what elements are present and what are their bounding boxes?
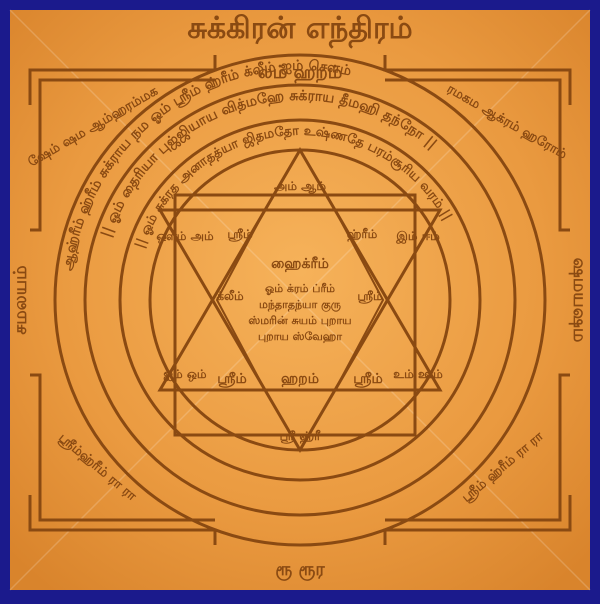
center-line: புறாய ஸ்வேஹா [258,330,342,343]
bottom-seed: ஸ்ரீம் [217,371,246,387]
seed-bottom: ஸ்ரீ ஹ்ரீ [280,429,321,444]
seed-upper-right: இம் ஈம் [395,229,440,244]
hex-seed: ஹ்ரீம் [347,227,378,242]
center-line: ஸ்மரின் சுயம் புறாய [248,314,351,327]
seed-lower-right: உம் ஊம் [393,367,443,381]
central-square [173,193,417,437]
hex-seed: ஸ்ரீம் [227,227,253,242]
bottom-seed: ஹறம் [281,371,319,387]
yantra-title: சுக்கிரன் எந்திரம் [187,11,412,49]
bhupura-frame [28,55,572,545]
bottom-seed: ஸ்ரீம் [353,371,382,387]
seed-upper-left: ஔம் அம் [156,229,214,244]
copper-plate [10,10,590,590]
center-seed: ஹைக்ரீம் [271,256,329,272]
left-mantra: சமலயம் [10,265,31,334]
right-mantra: ஷமயஷம [569,258,590,343]
center-line: மந்தாதந்யா குரு [259,298,341,313]
top-mantra: லம் ஹறம் [258,62,343,83]
hex-seed: க்லீம் [216,289,244,303]
watermark-line [9,9,591,591]
center-line: ஓம் க்ரம் ப்ரீம் [265,282,335,295]
hex-seed: ஸ்ரீம் [357,289,383,304]
watermark-line [9,9,591,591]
seed-top: அம் ஆம் [274,179,326,194]
inner-hexagon [215,209,385,391]
bottom-mantra: ரூ ரூர [275,559,325,581]
seed-lower-left: ஐம் ஒம் [163,367,207,382]
